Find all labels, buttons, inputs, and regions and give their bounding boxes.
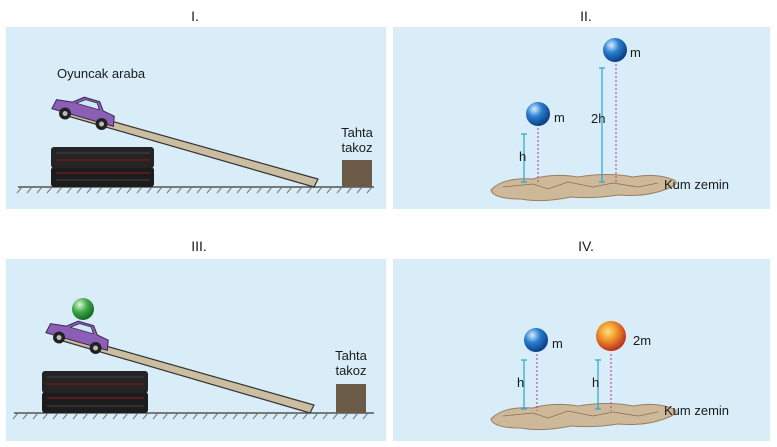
panel-2-drawing: [490, 38, 677, 202]
ball-right: [596, 321, 626, 351]
panel-1: Oyuncak araba Tahta takoz: [6, 27, 386, 209]
panel-4-drawing: [490, 321, 677, 431]
height-right-label: h: [592, 375, 600, 390]
ground-label: Kum zemin: [664, 403, 730, 418]
toy-car: [51, 96, 115, 130]
mass-right-label: 2m: [633, 333, 652, 348]
mass-left-label: m: [554, 110, 565, 125]
panel-1-drawing: [16, 96, 374, 194]
wooden-block-label-line2: takoz: [341, 140, 373, 155]
book-stack: [51, 147, 154, 187]
panel-2: m h m 2h Kum zemin: [393, 27, 770, 209]
wooden-block-label-line1: Tahta: [341, 125, 373, 140]
panel-3: Tahta takoz: [6, 259, 386, 441]
ground-hatch: [16, 186, 373, 194]
ground-label: Kum zemin: [664, 177, 730, 192]
panel-title-3: III.: [191, 238, 207, 254]
wooden-block-label-line1: Tahta: [335, 348, 367, 363]
wooden-block: [342, 160, 372, 187]
panel-title-1: I.: [191, 8, 199, 24]
green-ball: [72, 298, 94, 320]
ball-left: [526, 102, 550, 126]
wooden-block-label: Tahta takoz: [324, 348, 378, 378]
wooden-block-label: Tahta takoz: [330, 125, 384, 155]
height-left-label: h: [519, 149, 527, 164]
panel-4: m h 2m h Kum zemin: [393, 259, 770, 441]
toy-car: [45, 320, 109, 354]
ground-hatch: [12, 412, 369, 420]
height-left-label: h: [517, 375, 525, 390]
sand-ground: [490, 403, 677, 431]
panel-title-2: II.: [580, 8, 592, 24]
wooden-block-label-line2: takoz: [335, 363, 367, 378]
sand-ground: [490, 174, 677, 202]
book-stack: [42, 371, 148, 413]
mass-left-label: m: [552, 336, 563, 351]
mass-right-label: m: [630, 45, 641, 60]
wooden-block: [336, 384, 366, 413]
ball-right: [603, 38, 627, 62]
toy-car-label: Oyuncak araba: [57, 66, 146, 81]
panel-title-4: IV.: [578, 238, 594, 254]
height-right-label: 2h: [591, 111, 606, 126]
ball-left: [524, 328, 548, 352]
panel-3-drawing: [12, 298, 374, 420]
